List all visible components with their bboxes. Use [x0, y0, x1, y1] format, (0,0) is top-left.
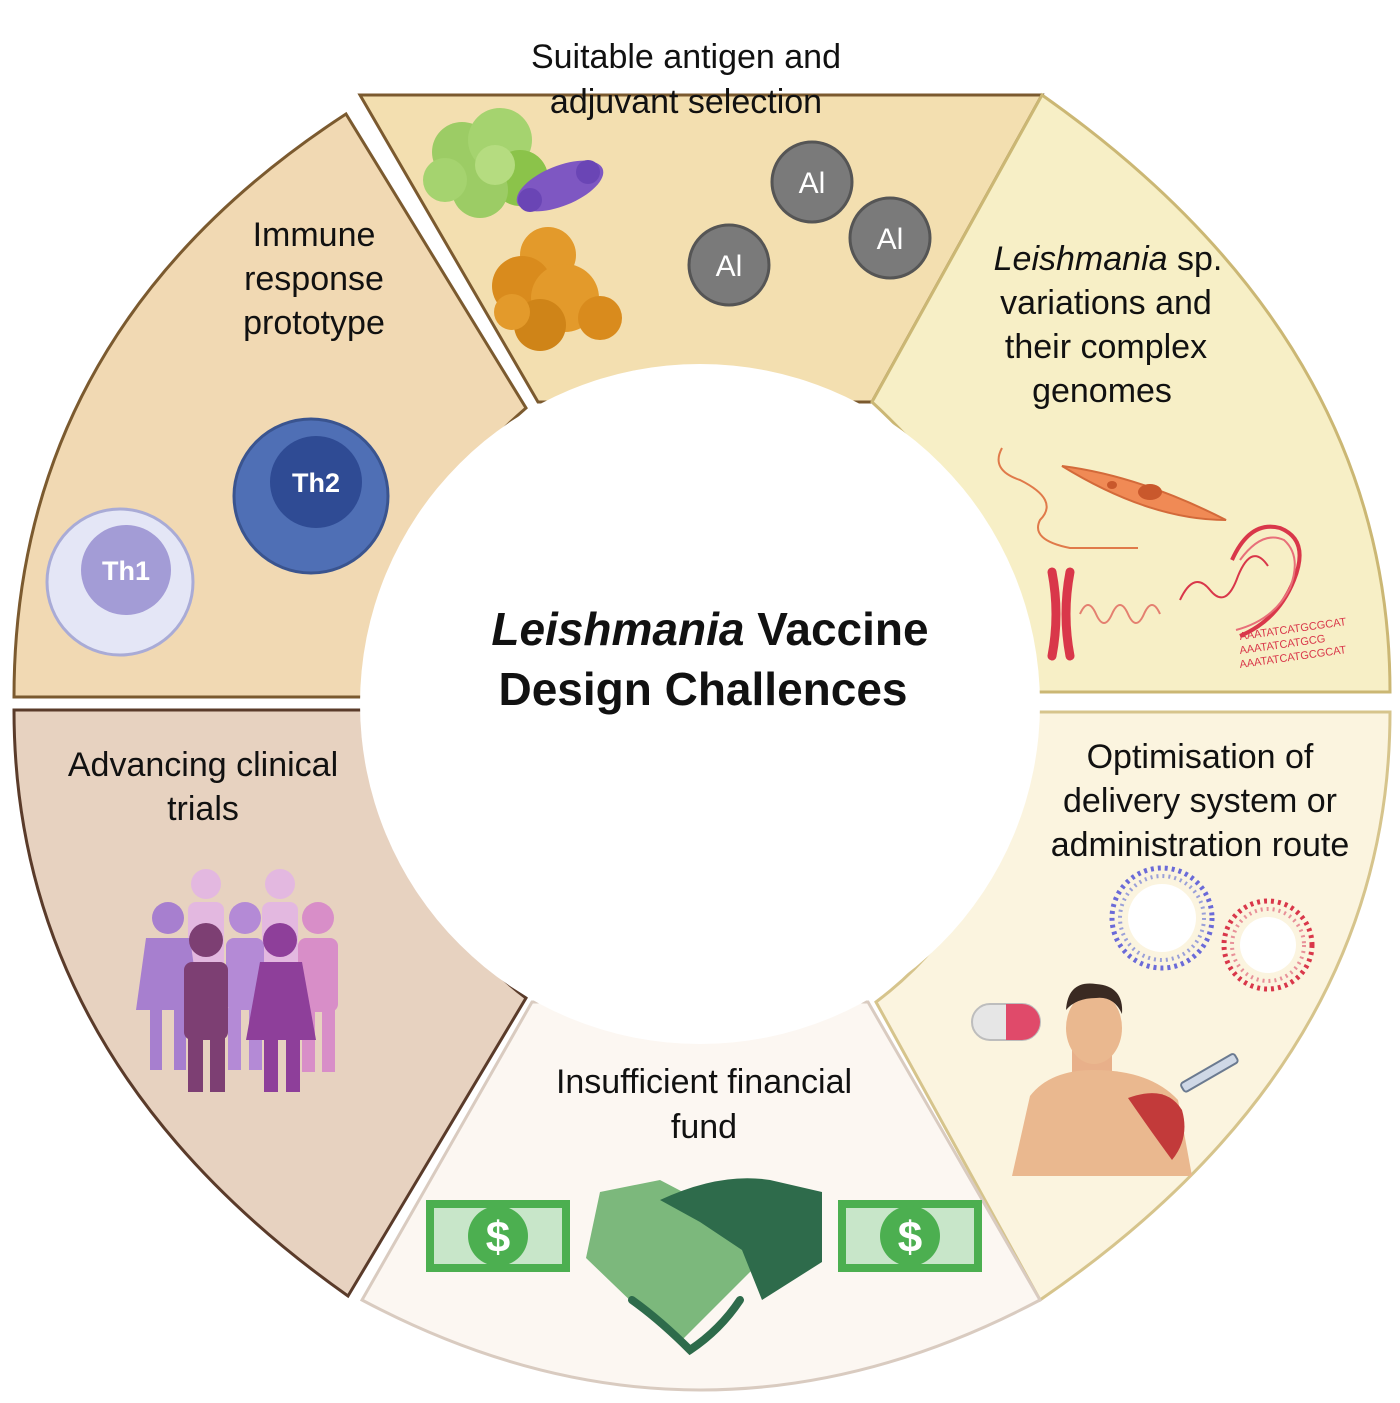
- adjuvant-particle-1: Al: [770, 140, 854, 224]
- svg-text:$: $: [898, 1213, 922, 1262]
- chromosome-icon: [1047, 567, 1075, 661]
- immune-title-line1: Immune: [253, 216, 376, 254]
- delivery-title-line3: administration route: [1051, 826, 1350, 864]
- svg-text:Al: Al: [716, 250, 743, 283]
- center-title-line2: Design Challences: [498, 663, 907, 715]
- people-group-icon: [136, 869, 338, 1092]
- genomes-title-line2: variations and: [1000, 284, 1212, 322]
- handshake-icon: [586, 1178, 822, 1356]
- center-title-line1: Leishmania Vaccine: [491, 603, 928, 655]
- leishmania-parasite-icon: [997, 447, 1227, 549]
- svg-text:Th2: Th2: [292, 468, 340, 498]
- capsule-pill-icon: [971, 1003, 1041, 1041]
- purple-protein-icon: [516, 160, 604, 212]
- genomes-title-line4: genomes: [1032, 372, 1172, 410]
- immune-title-line3: prototype: [243, 304, 385, 342]
- dna-strand-icon: [1079, 524, 1302, 638]
- patient-injection-icon: [1012, 983, 1239, 1176]
- adjuvant-particle-2: Al: [848, 196, 932, 280]
- immune-title-line2: response: [244, 260, 384, 298]
- svg-text:Al: Al: [877, 223, 904, 256]
- trials-title-line1: Advancing clinical: [68, 746, 338, 784]
- banknote-icon-right: $: [838, 1200, 982, 1272]
- delivery-title-line1: Optimisation of: [1087, 738, 1314, 776]
- genomes-title-line1: Leishmania sp.: [994, 240, 1223, 278]
- trials-title-line2: trials: [167, 790, 239, 828]
- genomes-title-line3: their complex: [1005, 328, 1207, 366]
- th2-cell-icon: Th2: [232, 417, 390, 575]
- liposome-icon-blue: [1109, 865, 1215, 971]
- funding-title-line1: Insufficient financial: [556, 1063, 852, 1101]
- antigen-title-line1: Suitable antigen and: [531, 38, 841, 76]
- svg-text:Th1: Th1: [102, 556, 150, 586]
- banknote-icon-left: $: [426, 1200, 570, 1272]
- antigen-title-line2: adjuvant selection: [550, 83, 822, 121]
- th1-cell-icon: Th1: [45, 507, 195, 657]
- svg-text:$: $: [486, 1213, 510, 1262]
- green-protein-icon: [423, 108, 548, 218]
- svg-text:Al: Al: [799, 167, 826, 200]
- liposome-icon-red: [1221, 898, 1315, 992]
- delivery-title-line2: delivery system or: [1063, 782, 1337, 820]
- funding-title-line2: fund: [671, 1108, 737, 1146]
- adjuvant-particle-3: Al: [687, 223, 771, 307]
- orange-protein-icon: [492, 227, 622, 351]
- center-circle: [360, 364, 1040, 1044]
